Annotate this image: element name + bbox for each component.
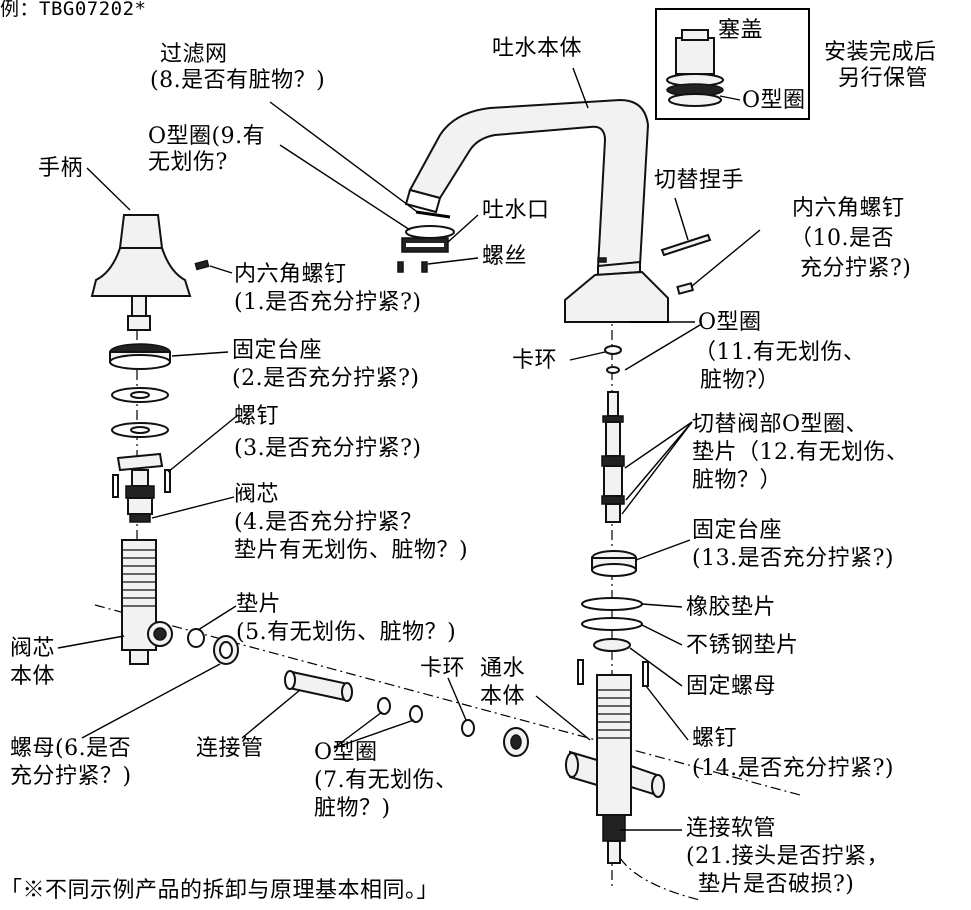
label-handle: 手柄 <box>38 156 84 181</box>
inset-note-1: 安装完成后 <box>824 40 937 65</box>
steel-gasket-part <box>581 617 643 631</box>
screws-left <box>112 469 171 498</box>
label-filter-1: 过滤网 <box>160 42 228 67</box>
gasket-small <box>187 628 205 648</box>
label-switch-valve-3: 脏物？） <box>692 468 783 493</box>
label-hex-right-2: （10.是否 <box>790 226 894 251</box>
label-hex-left-2: (1.是否充分拧紧?) <box>234 290 422 315</box>
oring-top <box>405 225 455 239</box>
inset-cap-label: 塞盖 <box>718 18 764 43</box>
outlet-part <box>401 237 449 253</box>
label-rubber-gasket: 橡胶垫片 <box>686 595 777 620</box>
label-cartridge-2: (4.是否充分拧紧？ <box>234 510 423 535</box>
label-cartridge-body-2: 本体 <box>10 664 56 689</box>
label-cartridge-body-1: 阀芯 <box>10 636 56 661</box>
switch-knob-part <box>660 233 712 257</box>
header-code: 例：TBG07202* <box>0 0 147 20</box>
label-switch-valve-1: 切替阀部O型圈、 <box>692 412 869 437</box>
label-steel-gasket: 不锈钢垫片 <box>686 633 799 658</box>
label-hex-right-3: 充分拧紧?) <box>800 256 912 281</box>
hex-screw-right <box>676 282 695 295</box>
label-clip-pipe: 卡环 <box>420 656 466 681</box>
nut-part <box>213 635 239 665</box>
label-oring-top-2: 无划伤? <box>148 150 228 175</box>
oring-pipe-1 <box>377 697 391 715</box>
screws-right <box>577 659 649 687</box>
label-oring-top-1: O型圈(9.有 <box>148 124 266 149</box>
label-hose-3: 垫片是否破损?) <box>698 872 855 897</box>
nut-pipe <box>503 727 529 757</box>
base-right <box>591 550 637 577</box>
label-oring-right-2: （11.有无划伤、 <box>694 340 866 365</box>
label-oring-right-1: O型圈 <box>698 310 762 335</box>
label-water-body-2: 本体 <box>480 684 526 709</box>
switch-valve-part <box>601 391 625 523</box>
oring-right-part <box>606 366 620 374</box>
label-gasket-1: 垫片 <box>236 592 282 617</box>
bracket-left <box>116 452 164 472</box>
inset-box <box>655 8 810 120</box>
inset-note-2: 另行保管 <box>838 66 929 91</box>
label-gasket-2: (5.有无划伤、脏物？) <box>236 620 457 645</box>
label-nut-1: 螺母(6.是否 <box>10 736 132 761</box>
handle-part <box>90 214 192 331</box>
fix-nut-part <box>593 638 631 652</box>
spout-body <box>404 98 669 323</box>
label-oring-pipe-3: 脏物？) <box>314 796 391 821</box>
filter-mesh <box>415 210 451 219</box>
inset-oring-label: O型圈 <box>742 88 806 113</box>
label-screw-right-2: (14.是否充分拧紧?) <box>692 756 894 781</box>
label-outlet: 吐水口 <box>482 198 550 223</box>
label-oring-right-3: 脏物?） <box>700 368 780 393</box>
hex-screw-left <box>194 259 210 271</box>
clip-right-part <box>604 345 622 355</box>
label-hose-2: (21.接头是否拧紧， <box>686 844 890 869</box>
label-hex-right-1: 内六角螺钉 <box>792 196 905 221</box>
cartridge-body-part <box>121 539 173 665</box>
label-screw-right-1: 螺钉 <box>692 726 738 751</box>
water-body-part <box>565 674 665 864</box>
horizontal-axis-line <box>94 604 801 796</box>
label-conn-pipe: 连接管 <box>196 736 264 761</box>
label-switch-valve-2: 垫片（12.有无划伤、 <box>692 440 909 465</box>
label-oring-pipe-1: O型圈 <box>314 740 378 765</box>
oring-pipe-2 <box>409 705 423 723</box>
label-screw-left-1: 螺钉 <box>234 404 280 429</box>
label-cartridge-1: 阀芯 <box>234 482 280 507</box>
label-base-left-1: 固定台座 <box>232 338 323 363</box>
rubber-gasket-part <box>581 597 643 611</box>
clip-pipe <box>461 719 475 737</box>
label-switch-knob: 切替捏手 <box>654 168 745 193</box>
cartridge-part <box>125 469 155 523</box>
label-oring-pipe-2: (7.有无划伤、 <box>314 768 458 793</box>
label-hex-left-1: 内六角螺钉 <box>234 262 347 287</box>
label-water-body-1: 通水 <box>480 656 526 681</box>
label-fix-nut: 固定螺母 <box>686 674 777 699</box>
connecting-pipe <box>284 670 353 702</box>
leader-lines <box>57 51 761 831</box>
label-base-right-2: (13.是否充分拧紧?) <box>692 546 894 571</box>
label-nut-2: 充分拧紧？) <box>10 764 132 789</box>
label-filter-2: (8.是否有脏物？) <box>150 68 326 93</box>
footer-note: 「※不同示例产品的拆卸与原理基本相同。」 <box>0 878 440 903</box>
label-base-left-2: (2.是否充分拧紧?) <box>232 366 420 391</box>
inset-cap-drawing <box>666 29 724 107</box>
base-left <box>109 343 171 370</box>
label-screw-left-2: (3.是否充分拧紧?) <box>234 436 422 461</box>
label-spout: 吐水本体 <box>492 36 583 61</box>
label-cartridge-3: 垫片有无划伤、脏物？) <box>234 538 469 563</box>
small-screws <box>397 261 428 273</box>
label-clip-right: 卡环 <box>512 348 558 373</box>
label-hose-1: 连接软管 <box>686 816 777 841</box>
label-base-right-1: 固定台座 <box>692 518 783 543</box>
label-screw-small: 螺丝 <box>482 244 528 269</box>
